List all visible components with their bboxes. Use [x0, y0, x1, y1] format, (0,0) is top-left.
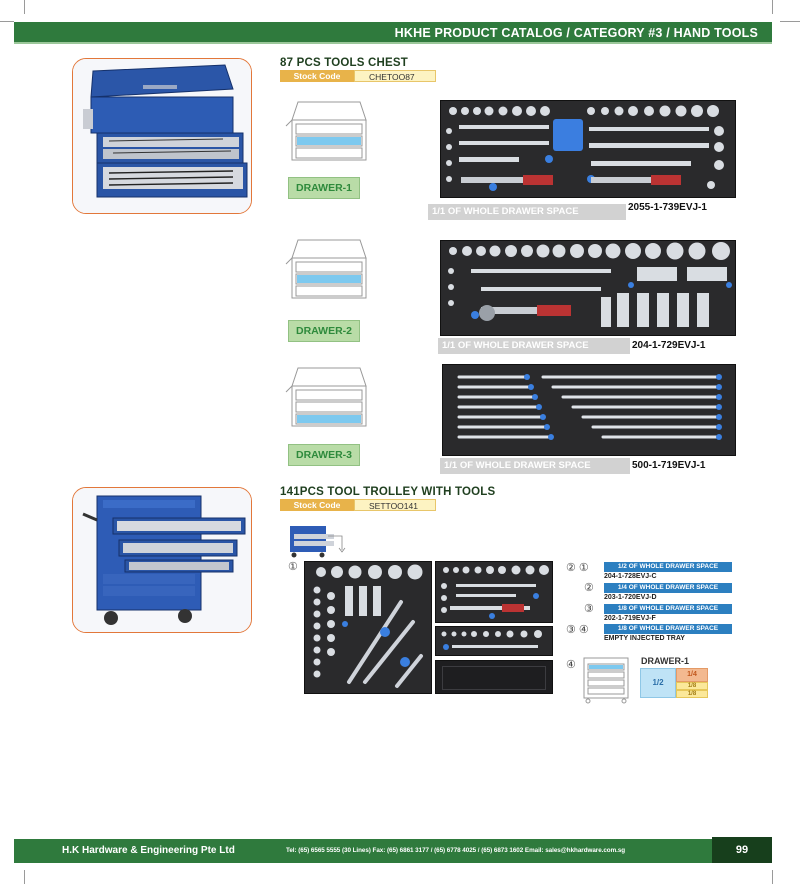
drawer-2-button[interactable]: DRAWER-2	[288, 320, 360, 342]
insert-3-marker: ③	[584, 603, 594, 615]
drawer-1-tray-photo	[440, 100, 736, 198]
insert-4-space-label: 1/8 OF WHOLE DRAWER SPACE	[604, 624, 732, 634]
crop-mark	[24, 870, 25, 884]
section-title: 87 PCS TOOLS CHEST	[280, 57, 408, 69]
drawer-3-code: 500-1-719EVJ-1	[632, 460, 706, 471]
drawer-2-code: 204-1-729EVJ-1	[632, 340, 706, 351]
stock-code-label: Stock Code	[280, 70, 354, 82]
layout-quarter-cell: 1/4	[676, 668, 708, 682]
drawer-1-code: 2055-1-739EVJ-1	[628, 202, 707, 213]
insert-3-space-label: 1/8 OF WHOLE DRAWER SPACE	[604, 604, 732, 614]
insert-4-code: EMPTY INJECTED TRAY	[604, 635, 685, 642]
crop-mark	[780, 21, 800, 22]
stock-code-row: Stock Code SETTOO141	[280, 499, 436, 511]
layout-eighth-cell: 1/8	[676, 682, 708, 690]
chest-sketch	[282, 238, 372, 304]
drawer-2-space-caption: 1/1 OF WHOLE DRAWER SPACE	[438, 338, 630, 354]
insert-3-code: 202-1-719EVJ-F	[604, 615, 656, 622]
insert-2-code: 203-1-720EVJ-D	[604, 594, 657, 601]
marker-1: ①	[288, 561, 298, 573]
tools-chest-photo	[72, 58, 252, 214]
page-footer: H.K Hardware & Engineering Pte Ltd Tel: …	[14, 837, 772, 863]
trolley-sketch	[580, 654, 636, 704]
section-title: 141PCS TOOL TROLLEY WITH TOOLS	[280, 486, 496, 498]
drawer-1-button[interactable]: DRAWER-1	[288, 177, 360, 199]
drawer-3-tray-photo	[442, 364, 736, 456]
page-number: 99	[712, 837, 772, 863]
tool-trolley-photo	[72, 487, 252, 633]
stock-code-label: Stock Code	[280, 499, 354, 511]
empty-injected-tray-photo	[435, 660, 553, 694]
insert-2-marker: ②	[584, 582, 594, 594]
trolley-thumbnail	[284, 522, 348, 558]
insert-2-space-label: 1/4 OF WHOLE DRAWER SPACE	[604, 583, 732, 593]
insert-1-code: 204-1-728EVJ-C	[604, 573, 657, 580]
crop-mark	[772, 0, 773, 14]
drawer-2-tray-photo	[440, 240, 736, 336]
crop-mark	[0, 21, 14, 22]
crop-mark	[24, 0, 25, 14]
insert-half-tray-photo	[304, 561, 432, 694]
drawer-1-space-caption: 1/1 OF WHOLE DRAWER SPACE	[428, 204, 626, 220]
layout-half-cell: 1/2	[640, 668, 676, 698]
contact-info: Tel: (65) 6565 5555 (30 Lines) Fax: (65)…	[286, 847, 626, 854]
chest-sketch	[282, 366, 372, 432]
insert-1-marker: ② ①	[566, 562, 589, 574]
insert-eighth-tray-photo	[435, 626, 553, 656]
company-name: H.K Hardware & Engineering Pte Ltd	[62, 845, 235, 856]
stock-code-row: Stock Code CHETOO87	[280, 70, 436, 82]
drawer-3-space-caption: 1/1 OF WHOLE DRAWER SPACE	[440, 458, 630, 474]
drawer-layout-title: DRAWER-1	[641, 656, 690, 666]
marker-4: ④	[566, 659, 576, 671]
stock-code-value: SETTOO141	[354, 499, 436, 511]
chest-sketch	[282, 100, 372, 166]
insert-4-marker: ③ ④	[566, 624, 589, 636]
layout-eighth-cell: 1/8	[676, 690, 708, 698]
drawer-3-button[interactable]: DRAWER-3	[288, 444, 360, 466]
stock-code-value: CHETOO87	[354, 70, 436, 82]
insert-quarter-tray-photo	[435, 561, 553, 623]
crop-mark	[772, 870, 773, 884]
insert-1-space-label: 1/2 OF WHOLE DRAWER SPACE	[604, 562, 732, 572]
page-header: HKHE PRODUCT CATALOG / CATEGORY #3 / HAN…	[14, 22, 772, 44]
